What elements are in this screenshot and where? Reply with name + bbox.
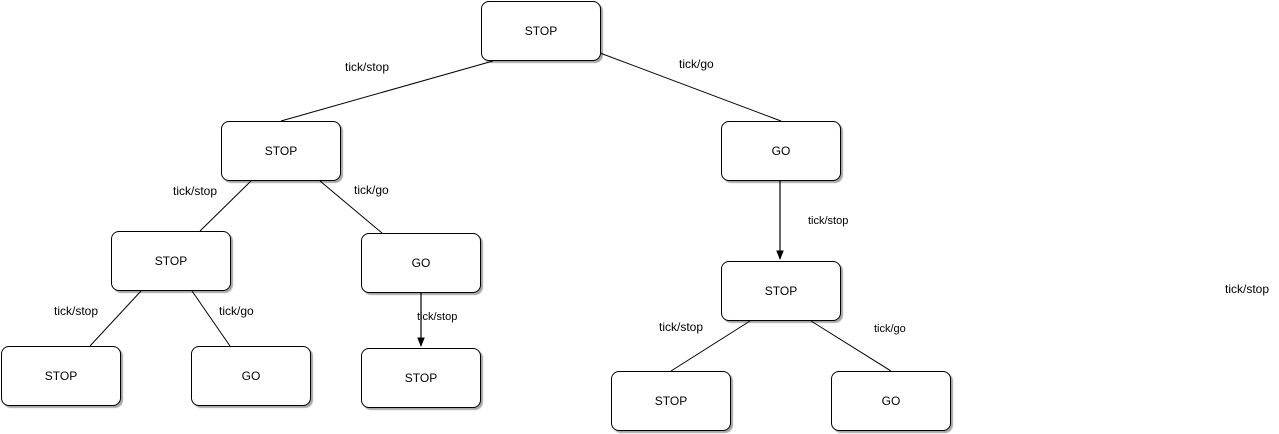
edge-label-l1right-c: tick/stop xyxy=(808,215,849,227)
edge-root-right xyxy=(599,52,782,122)
state-node-l3-d: STOP xyxy=(611,371,731,431)
state-node-l3-a: STOP xyxy=(1,346,121,406)
state-node-l1-right: GO xyxy=(721,121,841,181)
state-node-l3-e: GO xyxy=(831,371,951,431)
edge-l2a-a xyxy=(89,290,142,347)
state-node-l2-a: STOP xyxy=(111,231,231,291)
state-node-l2-b: GO xyxy=(361,233,481,293)
state-node-l1-left: STOP xyxy=(221,121,341,181)
state-node-l2-c: STOP xyxy=(721,261,841,321)
edge-l1left-a xyxy=(199,180,252,232)
stray-label: tick/stop xyxy=(1225,282,1270,296)
edge-label-l1left-b: tick/go xyxy=(354,183,389,197)
edge-label-l2a-b: tick/go xyxy=(219,304,254,318)
state-node-l3-b: GO xyxy=(191,346,311,406)
edge-l1left-b xyxy=(319,180,383,234)
edge-root-left xyxy=(280,60,494,122)
state-node-root: STOP xyxy=(481,1,601,61)
edge-label-l1left-a: tick/stop xyxy=(173,184,218,198)
state-node-l3-c: STOP xyxy=(361,348,481,408)
edge-label-l2c-e: tick/go xyxy=(874,323,906,335)
edge-label-l2a-a: tick/stop xyxy=(54,304,99,318)
edge-l2c-d xyxy=(670,320,751,372)
edge-l2a-b xyxy=(191,290,231,347)
edge-l2c-e xyxy=(810,320,892,372)
edge-label-l2c-d: tick/stop xyxy=(659,320,704,334)
edge-label-root-left: tick/stop xyxy=(345,60,390,74)
edge-label-l2b-c: tick/stop xyxy=(417,311,458,323)
edge-label-root-right: tick/go xyxy=(679,57,714,71)
